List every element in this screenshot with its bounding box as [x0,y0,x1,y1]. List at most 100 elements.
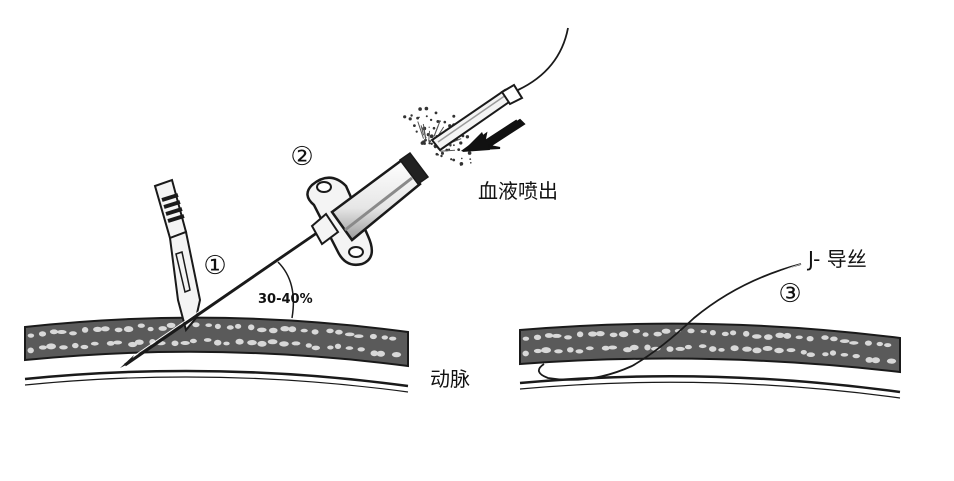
spray-dot [429,118,433,122]
spray-dot [469,158,472,161]
spray-dot [440,154,443,158]
spray-dot [450,158,453,161]
wall-cell [128,341,138,348]
needle-icon [120,229,319,368]
wall-cell [247,340,257,346]
artery-wall-texture-right [522,328,897,364]
wall-cell [774,347,784,354]
wall-cell [806,352,815,358]
step-3-label: ③ [778,279,801,309]
wall-cell [800,350,807,355]
wall-cell [764,334,773,340]
wall-cell [226,325,234,330]
wall-cell [730,345,739,352]
wall-cell [609,332,618,338]
wall-cell [114,327,123,333]
wall-cell [822,352,829,357]
wall-cell [137,323,145,328]
wall-cell [344,332,355,337]
wall-cell [357,347,365,352]
spray-dot [430,136,432,139]
angle-arc [277,261,295,319]
wall-cell [69,331,77,336]
wall-cell [311,329,319,335]
wall-cell [709,346,717,352]
wall-cell [830,336,838,342]
wall-cell [567,347,574,353]
syringe-icon [430,27,569,152]
wall-cell [666,346,674,352]
spray-streak [420,125,425,136]
wall-cell [585,346,594,351]
wall-cell [147,326,154,332]
wall-cell [876,341,883,347]
spray-dot [425,115,428,118]
spray-streak [440,149,456,152]
spray-dot [436,120,440,123]
wall-cell [205,323,212,328]
guidewire-label: J- 导丝 [806,247,867,271]
wall-cell [522,336,530,341]
spray-streak [433,125,439,137]
spray-dot [467,151,472,155]
wall-cell [564,335,572,340]
wall-cell [300,328,308,333]
wall-cell [829,350,837,356]
wall-cell [391,352,402,358]
wall-cell [541,347,551,354]
spray-dot [429,140,431,143]
spray-dot [470,162,472,164]
spray-dot [452,158,456,162]
spray-dot [416,116,419,120]
wall-cell [684,344,692,350]
wall-cell [752,347,762,354]
wall-cell [158,326,167,331]
wall-cell [551,333,562,338]
wall-cell [27,333,35,338]
wall-cell [783,332,792,339]
blood-spurt-label: 血液喷出 [478,179,558,203]
wall-cell [865,357,874,363]
wall-cell [629,344,639,351]
wall-cell [235,323,242,329]
wall-cell [335,329,343,335]
wall-cell [354,334,364,339]
wall-cell [56,330,67,334]
wall-cell [840,353,849,357]
wall-cell [345,346,354,350]
wall-cell [743,330,750,337]
step-1-label: ① [203,251,226,281]
wall-cell [864,340,872,346]
wall-cell [113,340,123,345]
artery-wall-texture-left [27,322,402,358]
wall-cell [235,338,244,345]
artery-right [519,322,901,399]
spray-dot [422,140,426,144]
spray-dot [424,138,427,142]
spray-streak [417,121,424,139]
wall-cell [601,345,610,351]
spray-dot [424,106,429,111]
spray-dot [465,135,470,139]
wall-cell [180,341,190,345]
wall-cell [700,329,707,334]
wall-cell [775,332,785,338]
spray-dot [428,126,430,128]
spray-dot [403,115,407,119]
wall-cell [223,341,230,346]
wall-cell [38,331,47,337]
wall-cell [381,335,388,340]
wall-cell [762,346,773,351]
j-guidewire [538,263,802,381]
wall-cell [871,357,880,364]
spray-dot [459,141,463,145]
wall-cell [533,334,542,340]
spray-dot [408,117,412,121]
wall-cell [27,347,34,354]
spray-dot [453,144,455,147]
artery-lumen-line-right [519,375,901,394]
wall-cell [522,350,529,357]
spray-dot [434,111,438,115]
spray-dot [443,120,447,124]
